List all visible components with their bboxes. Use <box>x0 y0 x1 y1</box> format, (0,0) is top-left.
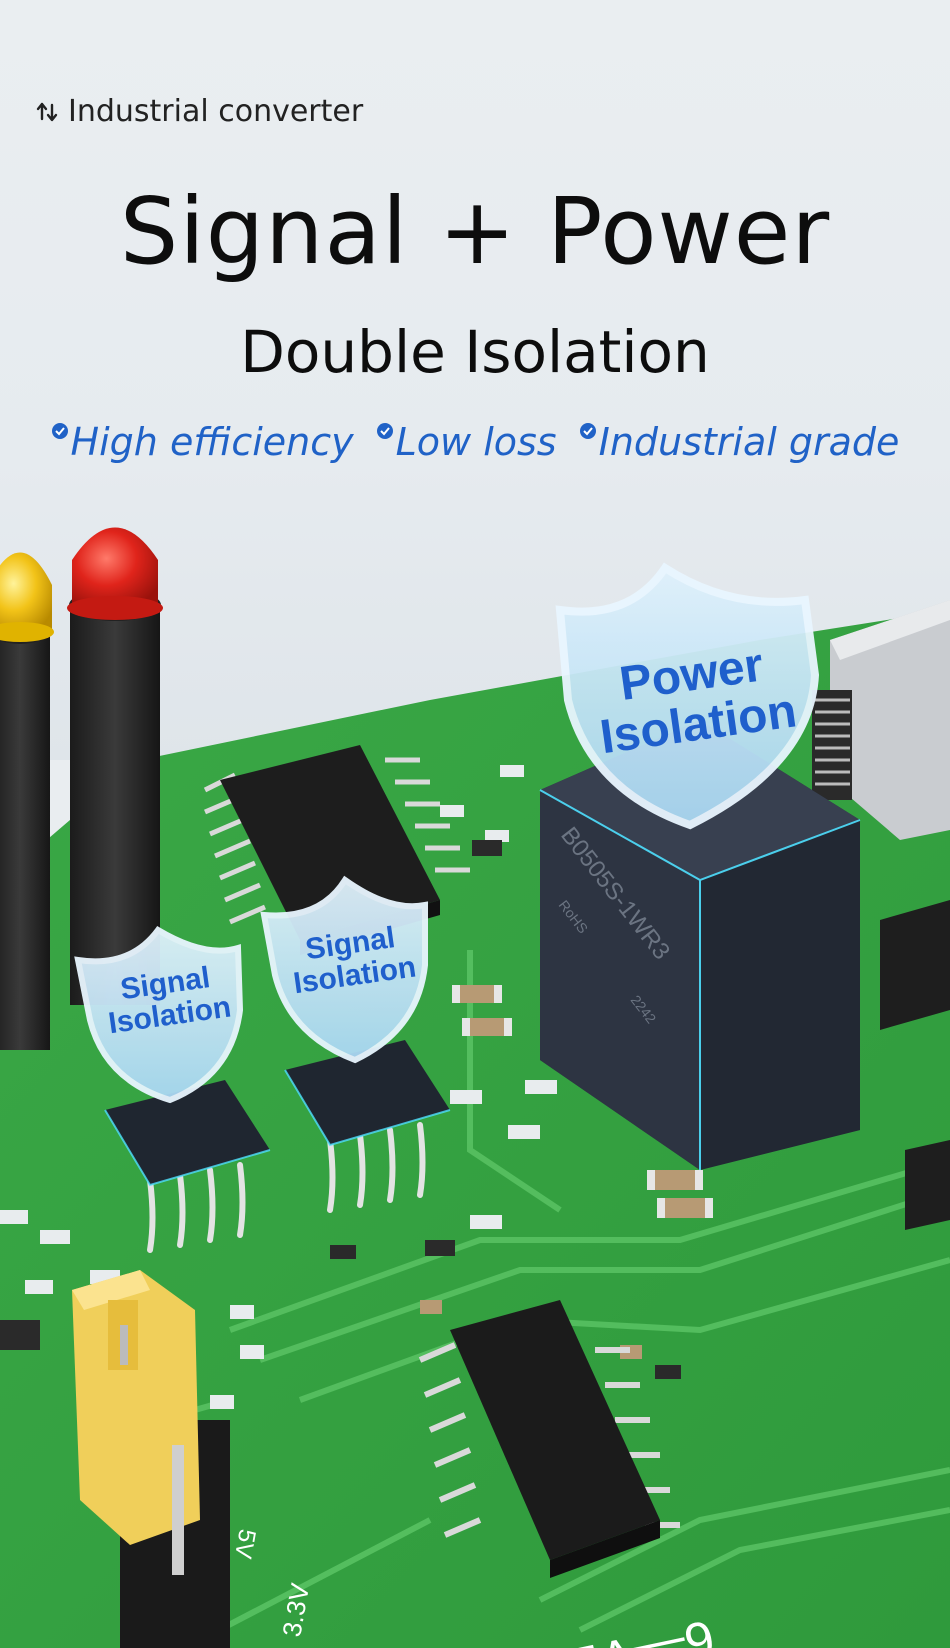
feature-label: Low loss <box>395 420 557 464</box>
headline-title: Signal + Power <box>119 178 831 285</box>
led-red <box>67 527 163 1005</box>
soic-chip-bottom <box>418 1300 680 1578</box>
feature-label: High efficiency <box>70 420 354 464</box>
pcb-traces <box>89 950 950 1643</box>
shield-signal-b-icon <box>260 875 428 1064</box>
shield-power-icon <box>555 562 820 830</box>
feature-item: Low loss <box>376 420 557 464</box>
silk-5v: 5V <box>229 1527 261 1561</box>
signal-isolator-chip-a <box>104 1080 271 1253</box>
brand-label: Industrial converter <box>32 94 363 129</box>
jumper-header <box>72 1270 230 1648</box>
feature-item: Industrial grade <box>579 420 900 464</box>
signal-isolator-chip-b <box>284 1040 451 1213</box>
check-badge-icon <box>376 423 393 439</box>
feature-label: Industrial grade <box>598 420 900 464</box>
swap-arrows-icon <box>36 102 58 121</box>
led-yellow <box>0 552 54 1050</box>
feature-list: High efficiency Low loss Industrial grad… <box>0 420 950 464</box>
shield-signal-a-icon <box>74 926 244 1104</box>
feature-item: High efficiency <box>51 420 354 464</box>
brand-text: Industrial converter <box>68 94 364 129</box>
check-badge-icon <box>579 423 596 439</box>
check-badge-icon <box>51 423 68 439</box>
usb-c-connector <box>812 600 950 840</box>
smd-passives <box>0 765 713 1409</box>
headline-subtitle: Double Isolation <box>240 318 710 386</box>
